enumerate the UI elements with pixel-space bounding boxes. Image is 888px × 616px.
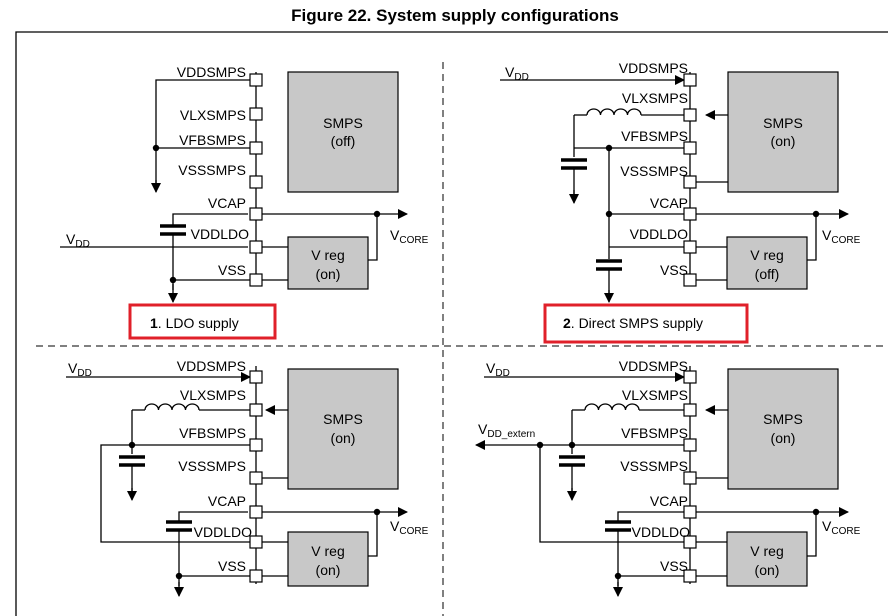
pin-label-vddldo: VDDLDO bbox=[191, 226, 249, 242]
vcore-label: VCORE bbox=[390, 227, 429, 246]
svg-text:VSS: VSS bbox=[660, 558, 688, 574]
svg-text:VCORE: VCORE bbox=[390, 518, 429, 537]
pin-label-vss: VSS bbox=[218, 262, 246, 278]
svg-text:SMPS: SMPS bbox=[763, 411, 803, 427]
svg-text:VCORE: VCORE bbox=[822, 227, 861, 246]
svg-text:VLXSMPS: VLXSMPS bbox=[622, 387, 688, 403]
svg-text:(off): (off) bbox=[755, 266, 780, 282]
svg-text:V reg: V reg bbox=[311, 543, 344, 559]
svg-text:VSSSMPS: VSSSMPS bbox=[620, 163, 688, 179]
svg-text:VFBSMPS: VFBSMPS bbox=[621, 128, 688, 144]
caption-direct-smps-supply: 2. Direct SMPS supply bbox=[563, 315, 703, 331]
caption-highlight-box bbox=[543, 303, 749, 344]
svg-text:VDD_extern: VDD_extern bbox=[478, 421, 535, 440]
svg-text:VFBSMPS: VFBSMPS bbox=[621, 425, 688, 441]
svg-text:SMPS: SMPS bbox=[763, 115, 803, 131]
svg-text:VDDLDO: VDDLDO bbox=[632, 524, 690, 540]
figure-title: Figure 22. System supply configurations bbox=[291, 6, 619, 25]
panel-ldo-supply: VDDSMPS VLXSMPS VFBSMPS VSSSMPS VCAP VDD… bbox=[60, 64, 429, 340]
smps-state: (off) bbox=[331, 133, 356, 149]
pin-boxes bbox=[249, 73, 263, 287]
svg-text:VCAP: VCAP bbox=[650, 195, 688, 211]
pin-boxes bbox=[683, 370, 697, 583]
svg-text:(on): (on) bbox=[755, 562, 780, 578]
vreg-state: (on) bbox=[316, 266, 341, 282]
pin-label-vlxsmps: VLXSMPS bbox=[180, 107, 246, 123]
svg-text:VDD: VDD bbox=[486, 360, 510, 379]
svg-text:(on): (on) bbox=[771, 133, 796, 149]
svg-text:V reg: V reg bbox=[750, 543, 783, 559]
svg-text:VDD: VDD bbox=[68, 360, 92, 379]
svg-text:(on): (on) bbox=[331, 430, 356, 446]
svg-text:VSSSMPS: VSSSMPS bbox=[178, 458, 246, 474]
vreg-name: V reg bbox=[311, 247, 344, 263]
svg-text:VCAP: VCAP bbox=[208, 493, 246, 509]
caption-highlight-box bbox=[128, 303, 277, 340]
svg-text:VSSSMPS: VSSSMPS bbox=[620, 458, 688, 474]
pin-label-vddsmps: VDDSMPS bbox=[177, 64, 246, 80]
svg-text:VLXSMPS: VLXSMPS bbox=[180, 387, 246, 403]
pin-boxes bbox=[683, 73, 697, 287]
pin-boxes bbox=[249, 370, 263, 583]
pin-label-vcap: VCAP bbox=[208, 195, 246, 211]
pin-label-vfbsmps: VFBSMPS bbox=[179, 132, 246, 148]
svg-text:(on): (on) bbox=[316, 562, 341, 578]
svg-text:VDD: VDD bbox=[505, 64, 529, 83]
panel-bottom-right: VDDSMPS VLXSMPS VFBSMPS VSSSMPS VCAP VDD… bbox=[475, 358, 861, 597]
svg-text:VCORE: VCORE bbox=[822, 518, 861, 537]
smps-name: SMPS bbox=[323, 115, 363, 131]
panel-direct-smps-supply: VDDSMPS VLXSMPS VFBSMPS VSSSMPS VCAP VDD… bbox=[500, 60, 861, 344]
panel-bottom-left: VDDSMPS VLXSMPS VFBSMPS VSSSMPS VCAP VDD… bbox=[66, 358, 429, 597]
svg-text:VFBSMPS: VFBSMPS bbox=[179, 425, 246, 441]
svg-text:VSS: VSS bbox=[660, 262, 688, 278]
svg-text:VDDSMPS: VDDSMPS bbox=[177, 358, 246, 374]
svg-text:(on): (on) bbox=[771, 430, 796, 446]
svg-text:V reg: V reg bbox=[750, 247, 783, 263]
svg-text:VDDLDO: VDDLDO bbox=[194, 524, 252, 540]
svg-text:VDDLDO: VDDLDO bbox=[630, 226, 688, 242]
svg-text:SMPS: SMPS bbox=[323, 411, 363, 427]
pin-label-vsssmps: VSSSMPS bbox=[178, 162, 246, 178]
caption-ldo-supply: 1. LDO supply bbox=[150, 315, 239, 331]
svg-text:VSS: VSS bbox=[218, 558, 246, 574]
vdd-label: VDD bbox=[66, 231, 90, 250]
svg-text:VDDSMPS: VDDSMPS bbox=[619, 358, 688, 374]
figure-frame bbox=[15, 31, 888, 616]
svg-text:VLXSMPS: VLXSMPS bbox=[622, 90, 688, 106]
svg-text:VCAP: VCAP bbox=[650, 493, 688, 509]
svg-text:VDDSMPS: VDDSMPS bbox=[619, 60, 688, 76]
